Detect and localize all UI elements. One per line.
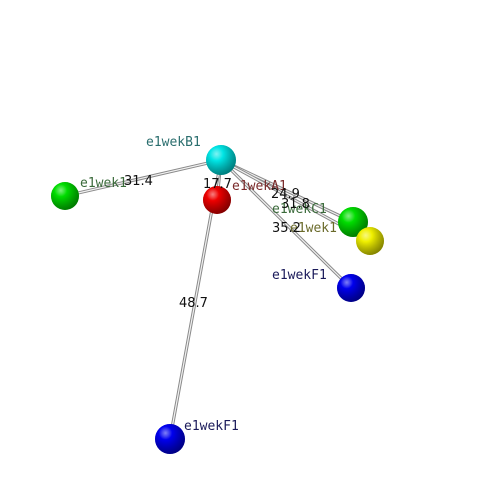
distance-label-0: 31.4 bbox=[124, 174, 153, 189]
atom-shading-Y bbox=[356, 227, 384, 255]
atom-label-B1: e1wekB1 bbox=[146, 135, 201, 150]
atom-shading-A1 bbox=[203, 186, 231, 214]
atom-shading-F1b bbox=[155, 424, 185, 454]
atom-shading-L bbox=[51, 182, 79, 210]
atom-label-C1: e1wekC1 bbox=[272, 202, 327, 217]
distance-label-1: 17.7 bbox=[203, 177, 232, 192]
atom-label-A1: e1wekA1 bbox=[232, 179, 287, 194]
distance-label-2: 24.9 bbox=[271, 187, 300, 202]
atom-shading-B1 bbox=[206, 145, 236, 175]
atom-label-L: e1wek1 bbox=[80, 176, 127, 191]
atom-label-F1a: e1wekF1 bbox=[272, 268, 327, 283]
atom-label-Y: e1wek1 bbox=[290, 221, 337, 236]
distance-line-highlight-0 bbox=[64, 159, 222, 197]
atoms bbox=[51, 145, 384, 454]
distance-label-3: 31.8 bbox=[281, 197, 310, 212]
atom-label-F1b: e1wekF1 bbox=[184, 419, 239, 434]
atom-labels: e1wekB1 e1wekA1 e1wek1 e1wekC1 e1wek1 e1wekF1… bbox=[80, 135, 337, 434]
distance-line-highlight-4 bbox=[220, 159, 352, 289]
distance-labels: 31.4 17.7 24.931.8 35.2 48.7 bbox=[124, 174, 310, 311]
atom-shading-F1a bbox=[337, 274, 365, 302]
distance-label-5: 48.7 bbox=[179, 296, 208, 311]
atom-shading-C1 bbox=[338, 207, 368, 237]
distance-label-4: 35.2 bbox=[272, 221, 301, 236]
